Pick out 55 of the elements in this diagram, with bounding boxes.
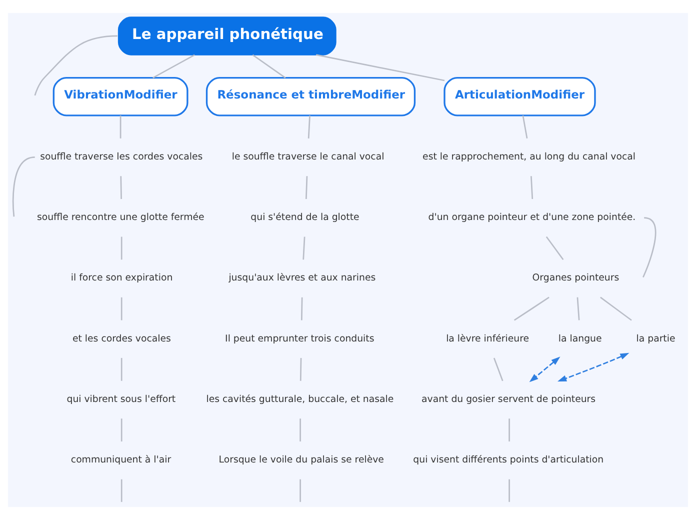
connector xyxy=(120,236,122,260)
node-text: les cavités gutturale, buccale, et nasale xyxy=(206,394,394,405)
connector xyxy=(120,116,122,138)
node-text: Il peut emprunter trois conduits xyxy=(225,333,374,344)
connector xyxy=(305,176,308,200)
node-text: la lèvre inférieure xyxy=(446,333,530,344)
node-text: souffle rencontre une glotte fermée xyxy=(36,212,204,224)
node-text: avant du gosier servent de pointeurs xyxy=(422,394,596,405)
connector xyxy=(120,418,122,442)
arrow xyxy=(557,352,630,382)
node-text: la langue xyxy=(558,333,602,344)
node-text: Lorsque le voile du palais se relève xyxy=(218,454,384,466)
connector xyxy=(642,217,656,278)
node-text: qui visent différents points d'articulation xyxy=(413,454,604,466)
connector xyxy=(316,54,445,82)
node-box: Le appareil phonétique xyxy=(118,16,336,56)
node-box: ArticulationModifier xyxy=(444,76,596,116)
node-text: qui s'étend de la glotte xyxy=(250,212,360,224)
connector xyxy=(508,418,510,442)
connector xyxy=(120,176,122,200)
connector xyxy=(600,296,632,321)
node-text: qui vibrent sous l'effort xyxy=(66,394,176,405)
connector xyxy=(576,297,580,320)
connector xyxy=(300,418,301,442)
connector xyxy=(300,297,303,320)
node-text: souffle traverse les cordes vocales xyxy=(40,152,203,163)
node-text: et les cordes vocales xyxy=(72,333,171,344)
node-text: il force son expiration xyxy=(70,272,173,284)
connector xyxy=(302,236,306,260)
node-text: jusqu'aux lèvres et aux narines xyxy=(228,272,376,284)
node-box: VibrationModifier xyxy=(52,76,188,116)
node-text: d'un organe pointeur et d'une zone pointée. xyxy=(428,212,636,224)
connector xyxy=(152,54,195,78)
connector xyxy=(522,115,528,139)
node-text: communiquent à l'air xyxy=(70,454,172,466)
connector xyxy=(120,358,122,381)
connector xyxy=(308,115,310,138)
arrow xyxy=(529,356,560,382)
connector xyxy=(493,358,504,382)
connector xyxy=(508,479,510,502)
connector xyxy=(546,236,564,260)
connector xyxy=(300,358,302,381)
connector xyxy=(300,479,301,502)
connector xyxy=(252,54,286,78)
node-text: le souffle traverse le canal vocal xyxy=(232,152,384,163)
connector xyxy=(34,35,118,96)
node-text: la partie xyxy=(636,333,676,344)
connector xyxy=(120,479,122,502)
connector xyxy=(120,297,122,320)
node-box: Résonance et timbreModifier xyxy=(206,76,416,116)
connector xyxy=(530,176,534,200)
connector xyxy=(12,156,35,217)
node-text: Organes pointeurs xyxy=(532,272,620,284)
connector xyxy=(514,296,550,321)
node-text: est le rapprochement, au long du canal vocal xyxy=(422,152,636,163)
